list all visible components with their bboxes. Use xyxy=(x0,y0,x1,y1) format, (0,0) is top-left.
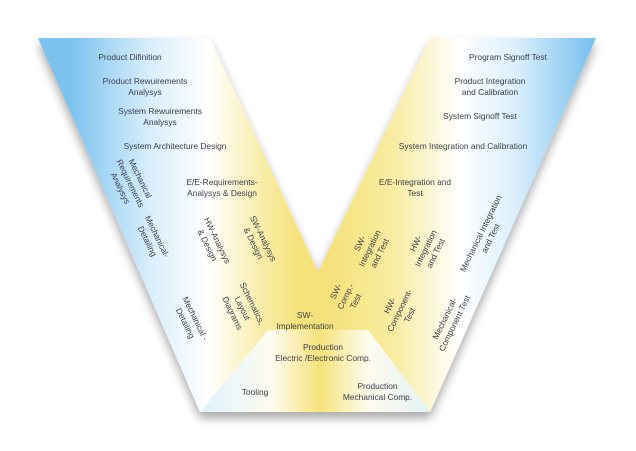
label-product-integration-calibration: Product Integration and Calibration xyxy=(454,76,526,97)
label-system-signoff-test: System Signoff Test xyxy=(443,111,517,121)
v-left-arm xyxy=(38,38,318,412)
label-production-mechanical: Production Mechanical Comp. xyxy=(342,381,413,402)
label-product-definition: Product Difinition xyxy=(98,52,162,62)
label-system-integration-calibration: System Integration and Calibration xyxy=(398,141,528,151)
label-system-architecture-design: System Architecture Design xyxy=(123,141,227,151)
label-ee-requirements-analysis-design: E/E-Requirements- Analysys & Design xyxy=(186,177,258,198)
label-sw-implementation: SW- Implementation xyxy=(276,310,334,331)
v-right-arm xyxy=(318,38,596,412)
label-ee-integration-test: E/E-Integration and Test xyxy=(378,177,452,198)
v-bottom xyxy=(200,330,430,412)
label-system-requirements-analysis: System Rewuirements Analysys xyxy=(118,106,202,127)
label-program-signoff-test: Program Signoff Test xyxy=(469,52,547,62)
label-product-requirements-analysis: Product Rewuirements Analysys xyxy=(102,76,188,97)
label-production-electric: Production Electric /Electronic Comp. xyxy=(275,342,371,363)
label-tooling: Tooling xyxy=(241,387,269,397)
